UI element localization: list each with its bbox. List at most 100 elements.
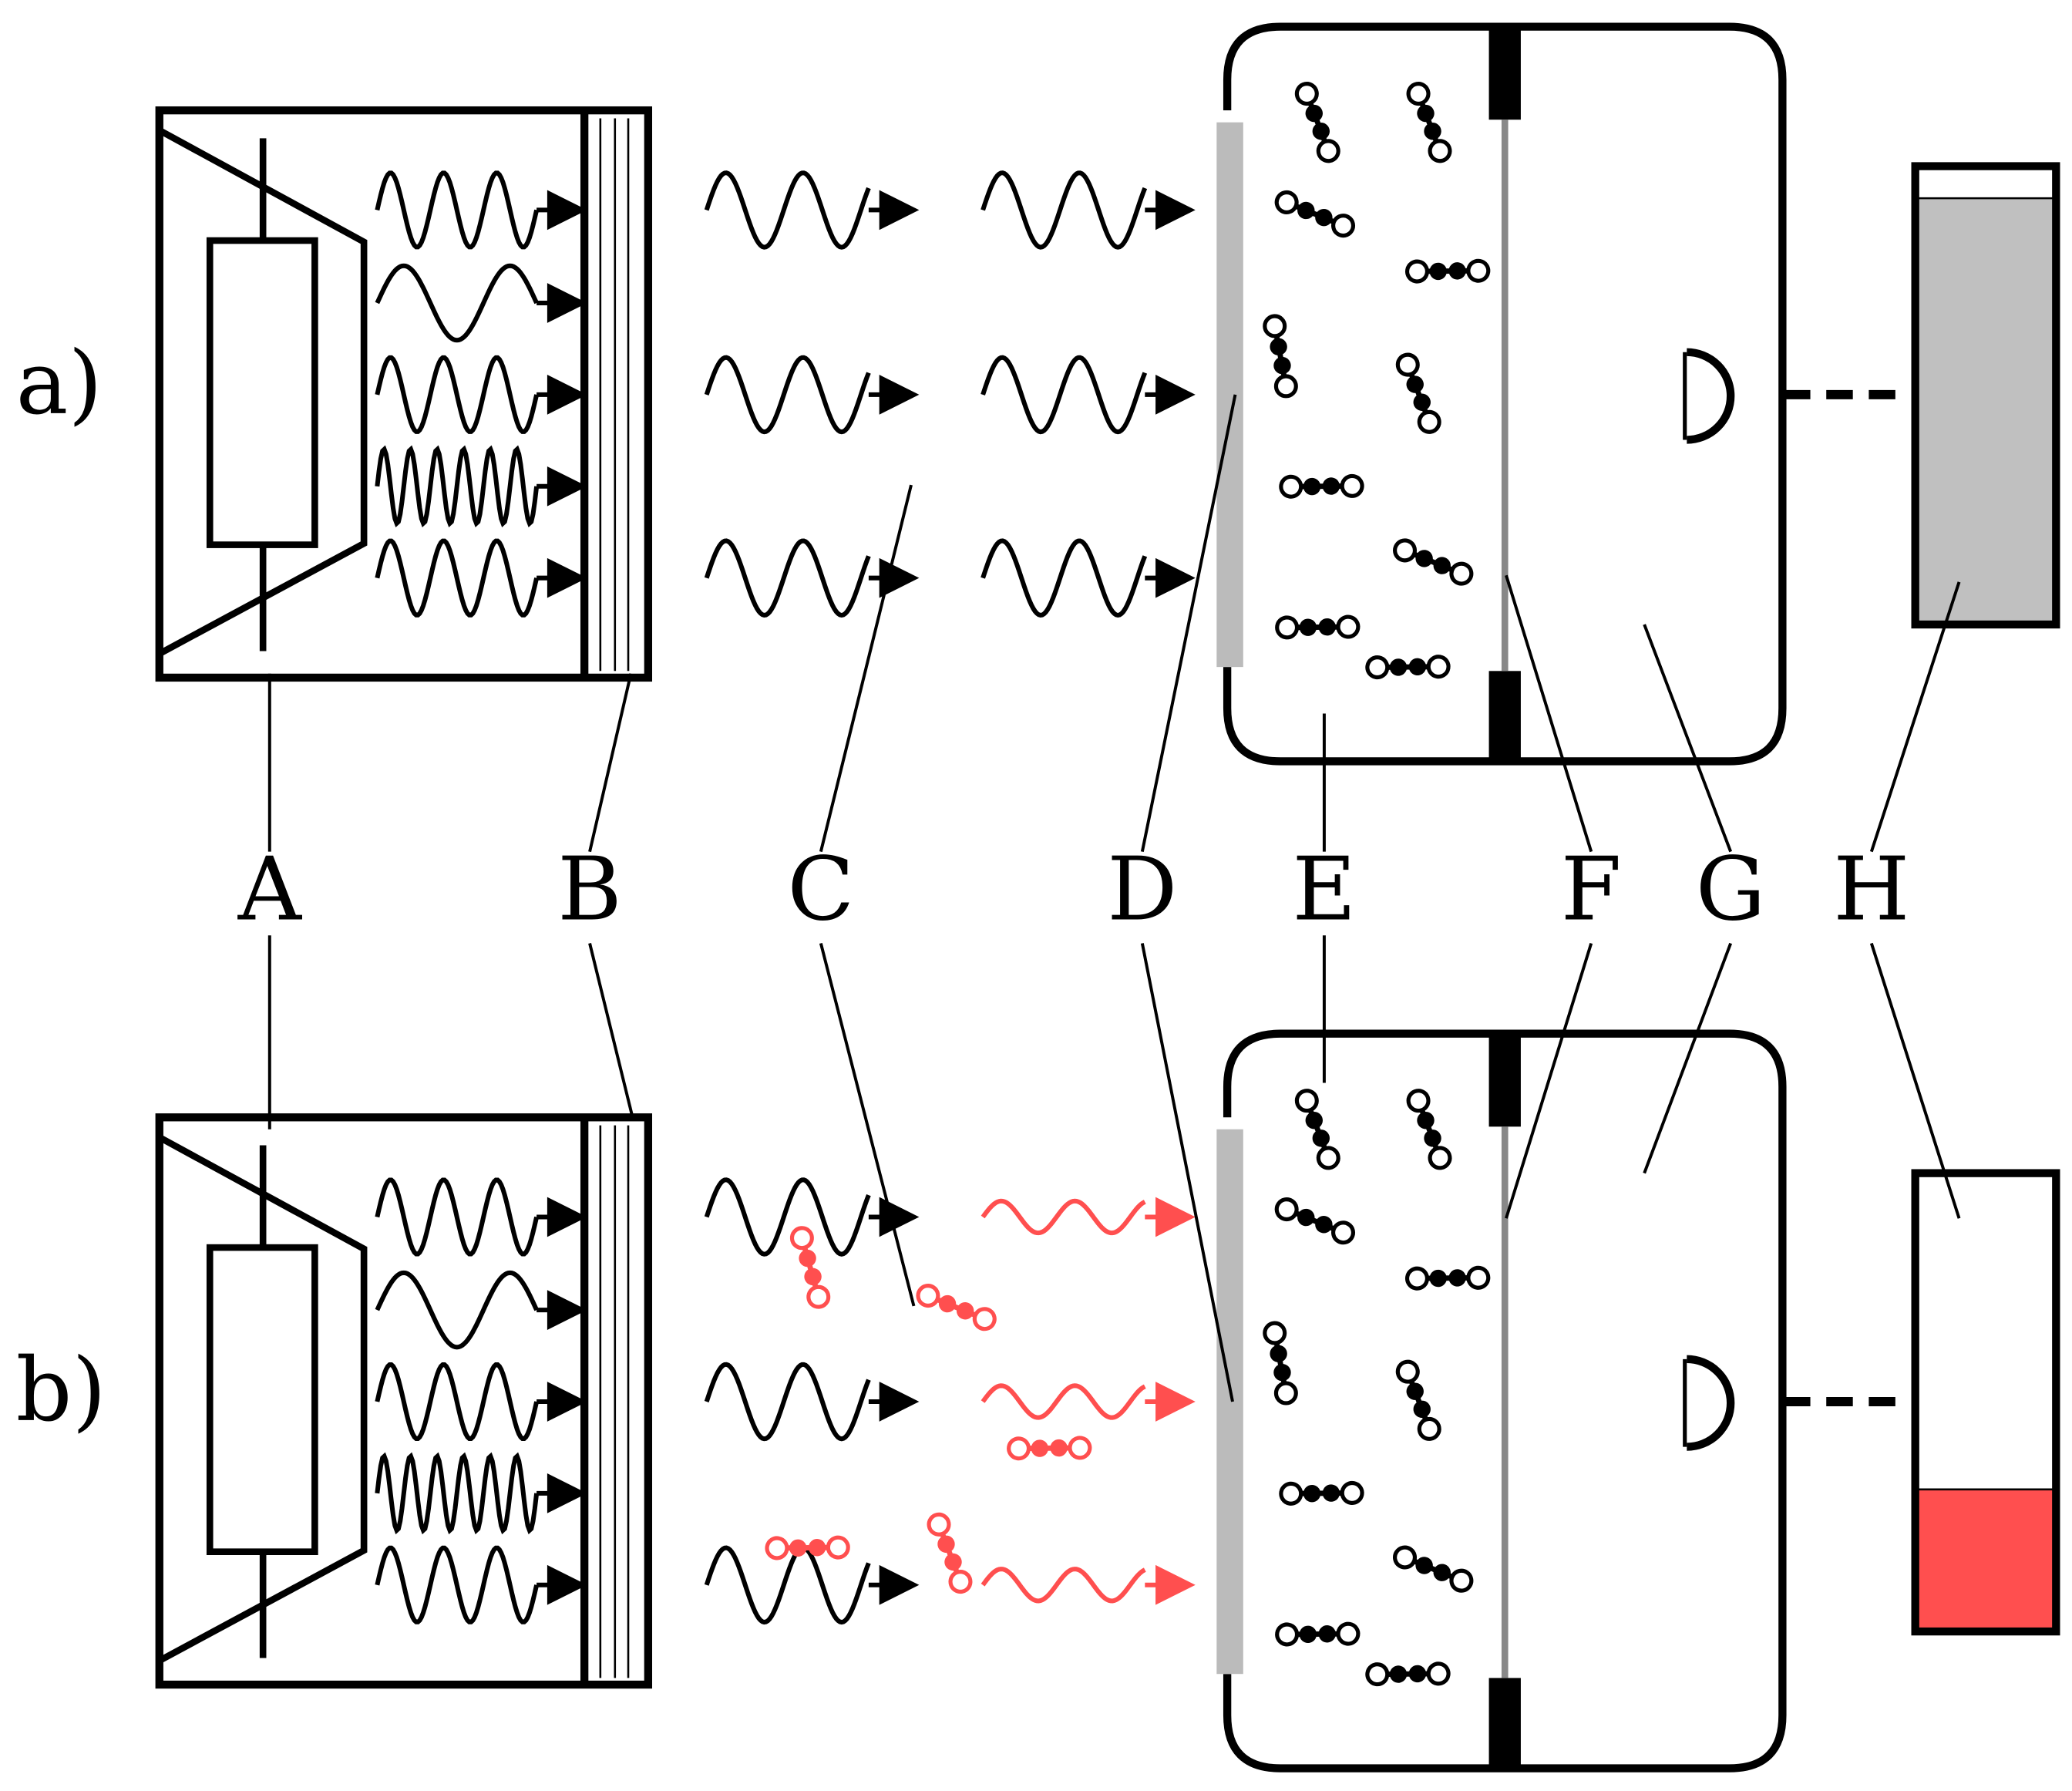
- callout-leader: [1140, 394, 1237, 853]
- callout-leader: [1643, 624, 1733, 853]
- gas-molecule: [1403, 1236, 1492, 1321]
- gas-molecule: [1275, 180, 1355, 248]
- arrow-head: [1155, 1197, 1196, 1237]
- wave-line: [375, 445, 540, 528]
- arrow-head: [547, 1290, 587, 1330]
- callout-leader: [1869, 581, 1961, 853]
- source-ir-wave: [375, 170, 587, 250]
- source-ir-wave: [375, 1270, 587, 1350]
- chamber-wall: [1223, 22, 1787, 766]
- wave-line: [375, 1545, 540, 1624]
- callout-label-g: G: [1696, 838, 1766, 941]
- wave-line: [375, 1452, 540, 1535]
- gas-molecule: [1273, 1591, 1362, 1676]
- arrow-head: [547, 466, 587, 507]
- source-ir-wave: [375, 1177, 587, 1257]
- arrow-head: [1155, 557, 1196, 598]
- absorbed-gas-molecule: [917, 1274, 997, 1342]
- gas-molecule: [1384, 80, 1473, 165]
- microphone: [1687, 348, 1735, 444]
- wave-line: [704, 355, 871, 435]
- absorbed-gas-molecule: [1005, 1406, 1094, 1490]
- absorbed-gas-molecule: [905, 1510, 994, 1595]
- wave-line: [375, 263, 539, 343]
- wave-line: [980, 1383, 1146, 1420]
- gas-molecule: [1364, 624, 1452, 709]
- row-label-a: a): [16, 332, 103, 434]
- signal-meter: [1911, 162, 2060, 629]
- gas-molecule: [1384, 1087, 1473, 1172]
- wave-line: [375, 1177, 540, 1257]
- attenuated-ir-wave: [980, 1564, 1196, 1605]
- wave-line: [704, 1177, 871, 1257]
- gas-molecule: [1273, 1087, 1362, 1172]
- callout-label-a: A: [237, 838, 303, 941]
- row-label-b: b): [16, 1338, 106, 1441]
- gas-molecule: [1273, 584, 1362, 669]
- arrow-head: [879, 1197, 920, 1237]
- ir-window: [1216, 122, 1243, 668]
- gas-molecule: [1403, 229, 1492, 314]
- callout-leader: [819, 484, 913, 853]
- gas-molecule: [1364, 1631, 1452, 1716]
- optical-filter: [580, 110, 630, 678]
- meter-fill: [1915, 1489, 2057, 1632]
- source-housing: [155, 106, 653, 682]
- callout-leader: [1505, 574, 1593, 853]
- wave-line: [980, 170, 1148, 250]
- wave-line: [980, 355, 1148, 435]
- arrow-head: [1155, 1564, 1196, 1605]
- wave-line: [704, 1545, 871, 1625]
- wave-line: [375, 538, 540, 618]
- callout-label-f: F: [1561, 838, 1622, 941]
- wave-line: [704, 538, 871, 618]
- arrow-head: [547, 1473, 587, 1513]
- sample-ir-wave: [704, 170, 920, 250]
- wave-line: [375, 1270, 539, 1350]
- source-ir-wave: [375, 445, 587, 528]
- sample-ir-wave: [704, 1362, 920, 1442]
- optical-filter: [580, 1117, 630, 1685]
- membrane-clamp-bottom: [1488, 671, 1521, 762]
- arrow-head: [547, 190, 587, 231]
- gas-molecule: [1275, 1187, 1355, 1255]
- gas-molecule: [1374, 351, 1463, 436]
- arrow-head: [547, 1197, 587, 1237]
- ir-window: [1216, 1129, 1243, 1675]
- arrow-head: [547, 557, 587, 598]
- source-ir-wave: [375, 355, 587, 434]
- arrow-head: [547, 1382, 587, 1422]
- callout-label-h: H: [1833, 838, 1909, 941]
- callout-leader: [1505, 942, 1593, 1219]
- callout-label-b: B: [557, 838, 622, 941]
- transmitted-ir-wave: [980, 170, 1196, 250]
- meter-frame: [1911, 1169, 2060, 1636]
- row-b: b): [16, 1029, 2060, 1772]
- meter-fill: [1915, 198, 2057, 624]
- gas-molecule: [1273, 80, 1362, 165]
- attenuated-ir-wave: [980, 1197, 1196, 1237]
- gas-molecule: [1236, 1319, 1325, 1408]
- detector-chamber: [1216, 1029, 1916, 1772]
- gas-molecule: [1236, 312, 1325, 401]
- wave-line: [980, 538, 1148, 618]
- callout-label-e: E: [1292, 838, 1356, 941]
- wave-line: [375, 170, 540, 250]
- callout-leader: [588, 673, 633, 853]
- microphone: [1687, 1355, 1735, 1451]
- wave-line: [704, 1362, 871, 1442]
- absorbed-gas-molecule: [763, 1505, 852, 1590]
- filament: [206, 1244, 318, 1556]
- arrow-head: [879, 1564, 920, 1605]
- wave-line: [704, 170, 871, 250]
- arrow-head: [547, 375, 587, 415]
- arrow-head: [879, 190, 920, 231]
- sample-ir-wave: [704, 1545, 920, 1625]
- source-ir-wave: [375, 1362, 587, 1441]
- source-ir-wave: [375, 538, 587, 618]
- callout-leader: [1643, 942, 1733, 1174]
- gas-molecule: [1277, 1451, 1366, 1536]
- sample-ir-wave: [704, 1177, 920, 1257]
- arrow-head: [879, 375, 920, 415]
- transmitted-ir-wave: [980, 538, 1196, 618]
